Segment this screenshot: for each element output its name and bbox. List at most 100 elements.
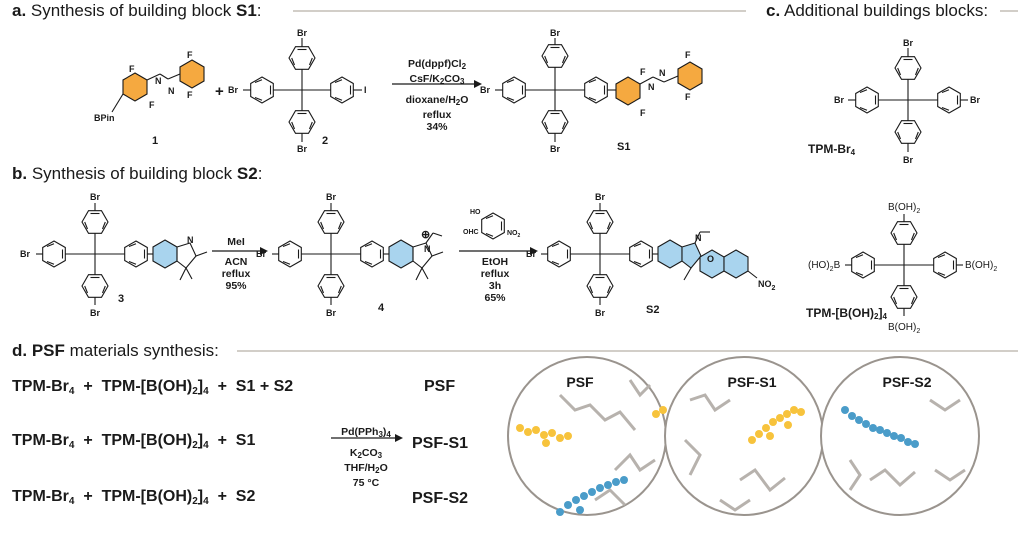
s1-structure [495,38,703,142]
s2-structure [541,203,758,305]
compound-1-f-bottom: F [149,100,155,110]
reaction-product-psf: PSF [424,378,456,395]
aldehyde-no2: NO2 [507,230,521,239]
compound-3-br-top: Br [90,192,100,202]
rx1-a: TPM-Br [12,378,69,395]
tpm-boh-structure [845,214,963,316]
aldehyde-ho: HO [470,209,481,216]
section-b-letter: b. [12,164,28,183]
compound-2-br-bottom: Br [297,144,307,154]
compound-4-structure [272,203,444,305]
rx2-b: TPM-[B(OH) [101,432,193,449]
section-a-letter: a. [12,1,27,20]
s2-br-top: Br [595,192,605,202]
s2-n: N [695,233,702,243]
cond-d-temp: 75 °C [352,477,380,489]
reaction-row-psf: TPM-Br4 + TPM-[B(OH)2]4 + S1 + S2 [12,378,294,397]
rx3-b: TPM-[B(OH) [101,488,193,505]
label-2: 2 [322,135,328,147]
label-3: 3 [118,293,124,305]
arrow-d-head [395,434,403,442]
compound-2-br-top: Br [297,28,307,38]
reaction-product-psf-s2: PSF-S2 [412,490,469,507]
rx3-plus2: + [217,488,227,505]
conditions-b2: EtOH reflux 3h 65% [459,256,531,304]
compound-4-br-bottom: Br [326,308,336,318]
compound-3-br-left: Br [20,249,30,259]
compound-1-f-bottom2: F [187,90,193,100]
compound-4-plus: ⊕ [421,229,430,241]
compound-2-i: I [364,85,367,95]
plus-sign-a: + [215,83,224,100]
label-s1: S1 [617,141,630,153]
reaction-product-psf-s1: PSF-S1 [412,435,469,452]
label-tpm-boh-base: TPM-[B(OH) [806,306,874,320]
cond-b1-solvent: ACN [224,256,248,268]
arrow-b2-head [530,247,538,255]
section-a-bold: S1 [235,1,257,20]
compound-1-structure [111,59,205,113]
circle-label-psf-s2: PSF-S2 [882,374,931,390]
cond-a-catalyst: Pd(dppf)Cl2 [407,58,467,71]
tpm-br4-br-top: Br [903,38,913,48]
rx1-plus1: + [83,378,93,395]
cond-a-yield: 34% [426,121,448,133]
rx1-c: S1 + S2 [235,378,294,395]
cond-d-catalyst: Pd(PPh3)4 [341,426,391,439]
label-tpm-boh-sub1: 2 [873,312,879,321]
rx3-plus1: + [83,488,93,505]
s1-br-bottom: Br [550,144,560,154]
tpm-br4-structure [848,48,968,152]
label-tpm-br4-sub: 4 [850,148,856,157]
tpm-boh-top: B(OH)2 [888,202,920,215]
arrow-b1-head [260,247,268,255]
section-d-letter: d. [12,341,28,360]
section-a-text: Synthesis of building block [30,1,236,20]
cond-a-solvent: dioxane/H2O [405,94,469,107]
s1-n1: N [648,82,655,92]
tpm-boh-right: B(OH)2 [965,260,997,273]
circle-label-psf: PSF [566,374,594,390]
section-b-text: Synthesis of building block [31,164,237,183]
s2-o: O [707,254,714,264]
rx2-plus2: + [217,432,227,449]
circle-psf-s1 [664,356,824,516]
section-b-colon: : [257,164,263,183]
rx1-b: TPM-[B(OH) [101,378,193,395]
label-4: 4 [378,302,385,314]
cond-a-reflux: reflux [422,109,452,121]
cond-b1-reflux: reflux [221,268,251,280]
s1-br-top: Br [550,28,560,38]
tpm-boh-left: (HO)2B [808,260,841,273]
cond-b1-reagent: MeI [227,236,245,248]
section-c-letter: c. [766,1,781,20]
tpm-br4-br-left: Br [834,95,844,105]
compound-2-br-left: Br [228,85,238,95]
label-tpm-boh-close: ] [878,306,883,320]
compound-1-bpin: BPin [94,113,115,123]
section-c-text: Additional buildings blocks: [783,1,989,20]
s1-f1: F [640,67,646,77]
label-tpm-boh-sub2: 4 [882,312,887,321]
label-tpm-boh: TPM-[B(OH)2]4 [806,306,887,321]
arrow-a-head [474,80,482,88]
cond-b2-solvent: EtOH [481,256,509,268]
conditions-d: Pd(PPh3)4 K2CO3 THF/H2O 75 °C [330,426,402,489]
rx3-a: TPM-Br [12,488,69,505]
compound-4-br-top: Br [326,192,336,202]
rx1-plus2: + [217,378,227,395]
compound-4-br-left: Br [256,249,266,259]
label-tpm-br4: TPM-Br4 [808,142,855,157]
compound-1-f-top: F [129,64,135,74]
tpm-br4-br-right: Br [970,95,980,105]
cond-d-solvent: THF/H2O [344,462,388,475]
label-tpm-br4-base: TPM-Br [808,142,851,156]
compound-3-br-bottom: Br [90,308,100,318]
section-a-header: a. Synthesis of building block S1: [12,1,262,21]
label-s2: S2 [646,304,659,316]
reaction-row-psf-s1: TPM-Br4 + TPM-[B(OH)2]4 + S1 [12,432,256,451]
section-a-colon: : [256,1,262,20]
cond-d-base: K2CO3 [349,447,383,460]
s1-n2: N [659,68,666,78]
